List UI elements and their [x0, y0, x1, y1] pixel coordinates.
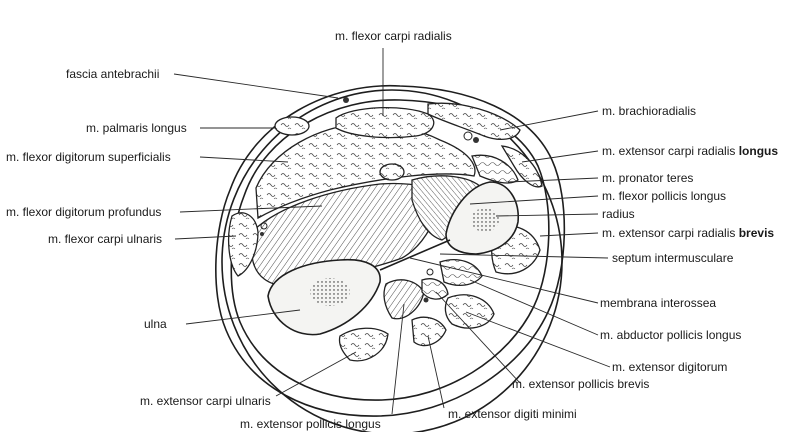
tendon-small — [380, 164, 404, 180]
ulna-marrow — [310, 278, 350, 306]
label-extensor-carpi-ulnaris: m. extensor carpi ulnaris — [140, 394, 271, 408]
extensor-pollicis-longus-shape — [384, 280, 424, 319]
abductor-pollicis-longus-shape — [440, 260, 482, 286]
flexor-carpi-ulnaris-shape — [229, 213, 258, 276]
label-flexor-digitorum-superficialis: m. flexor digitorum superficialis — [6, 150, 171, 164]
brachioradialis-shape — [428, 103, 520, 139]
flexor-carpi-radialis-shape — [336, 108, 434, 138]
vessel-3 — [473, 137, 479, 143]
label-abductor-pollicis-longus: m. abductor pollicis longus — [600, 328, 741, 342]
label-flexor-carpi-radialis: m. flexor carpi radialis — [335, 29, 452, 43]
vessel-1 — [343, 97, 349, 103]
label-brachioradialis: m. brachioradialis — [602, 104, 696, 118]
vessel-7 — [424, 298, 429, 303]
label-membrana-interossea: membrana interossea — [600, 296, 716, 310]
label-extensor-carpi-radialis-brevis-bold: brevis — [739, 226, 775, 240]
label-pronator-teres: m. pronator teres — [602, 171, 693, 185]
label-extensor-carpi-radialis-longus-prefix: m. extensor carpi radialis — [602, 144, 739, 158]
label-septum-intermusculare: septum intermusculare — [612, 251, 734, 265]
label-extensor-carpi-radialis-longus-bold: longus — [739, 144, 779, 158]
palmaris-longus-shape — [275, 117, 309, 135]
label-extensor-carpi-radialis-longus: m. extensor carpi radialis longus — [602, 144, 778, 158]
label-extensor-carpi-radialis-brevis: m. extensor carpi radialis brevis — [602, 226, 774, 240]
extensor-carpi-ulnaris-shape — [339, 328, 388, 361]
label-radius: radius — [602, 207, 635, 221]
label-flexor-digitorum-profundus: m. flexor digitorum profundus — [6, 205, 161, 219]
label-fascia-antebrachii: fascia antebrachii — [66, 67, 159, 81]
vessel-2 — [464, 132, 472, 140]
vessel-6 — [427, 269, 433, 275]
label-extensor-digitorum: m. extensor digitorum — [612, 360, 727, 374]
extensor-digitorum-shape — [445, 295, 494, 328]
label-ulna: ulna — [144, 317, 167, 331]
label-extensor-pollicis-brevis: m. extensor pollicis brevis — [512, 377, 649, 391]
label-extensor-pollicis-longus: m. extensor pollicis longus — [240, 417, 381, 431]
label-flexor-carpi-ulnaris: m. flexor carpi ulnaris — [48, 232, 162, 246]
radius-marrow — [471, 208, 499, 232]
vessel-5 — [260, 232, 264, 236]
label-extensor-carpi-radialis-brevis-prefix: m. extensor carpi radialis — [602, 226, 739, 240]
label-extensor-digiti-minimi: m. extensor digiti minimi — [448, 407, 577, 421]
label-palmaris-longus: m. palmaris longus — [86, 121, 187, 135]
label-flexor-pollicis-longus: m. flexor pollicis longus — [602, 189, 726, 203]
